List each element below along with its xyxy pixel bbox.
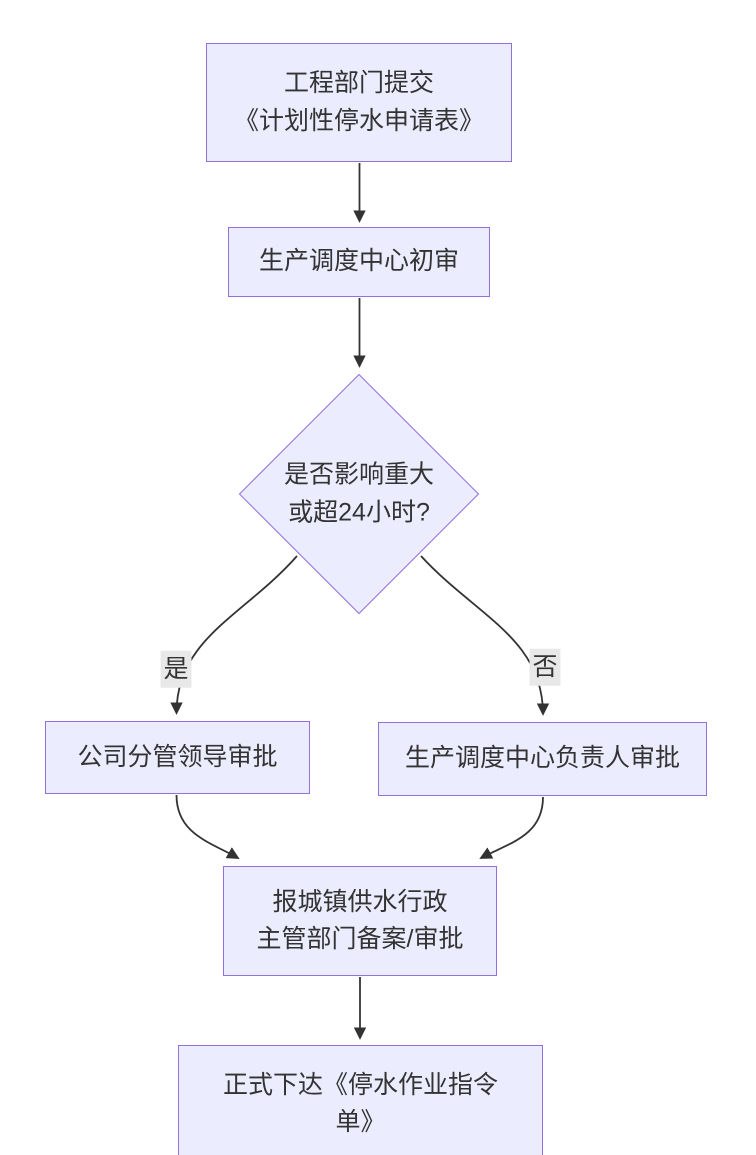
node-text-line: 《计划性停水申请表》	[233, 106, 484, 135]
edge-label-no: 否	[529, 648, 561, 686]
edge-decision-yes-to-leader	[170, 555, 298, 715]
node-text-line: 主管部门备案/审批	[256, 925, 464, 953]
edge-leader-to-report	[175, 794, 240, 859]
node-submit-application: 工程部门提交 《计划性停水申请表》	[206, 43, 512, 162]
node-text-line: 生产调度中心负责人审批	[404, 744, 680, 773]
node-company-leader-approval: 公司分管领导审批	[45, 721, 310, 794]
node-text-line: 是否影响重大	[283, 460, 434, 489]
node-issue-work-order: 正式下达《停水作业指令 单》	[178, 1045, 543, 1155]
node-text-line: 单》	[335, 1108, 386, 1136]
node-report-to-authority: 报城镇供水行政 主管部门备案/审批	[223, 866, 497, 976]
node-text-line: 生产调度中心初审	[258, 247, 459, 276]
node-text-line: 或超24小时?	[288, 498, 430, 526]
node-dispatch-head-approval: 生产调度中心负责人审批	[378, 722, 707, 796]
node-text-line: 报城镇供水行政	[272, 887, 448, 916]
node-decision-impact: 是否影响重大 或超24小时?	[244, 457, 474, 532]
node-dispatch-center-review: 生产调度中心初审	[228, 227, 490, 297]
edge-center-head-to-report	[479, 796, 544, 859]
node-text-line: 公司分管领导审批	[77, 742, 278, 771]
edge-decision-no-to-center-head	[420, 555, 550, 716]
node-text-line: 工程部门提交	[283, 69, 434, 97]
edge-label-yes: 是	[160, 650, 192, 688]
node-text-line: 正式下达《停水作业指令	[222, 1070, 498, 1099]
